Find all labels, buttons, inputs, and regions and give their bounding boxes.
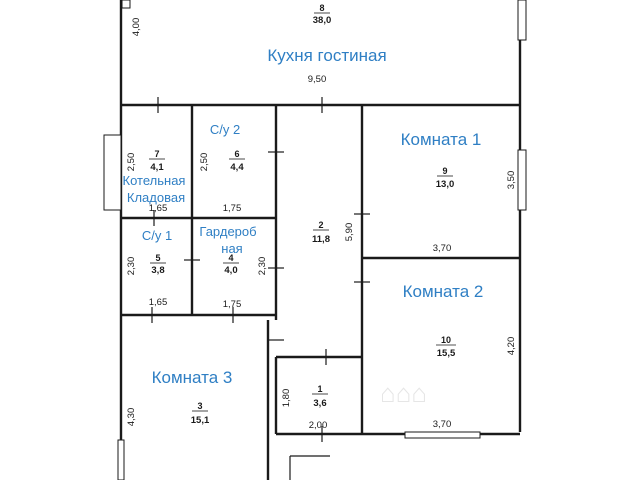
window-room2-bottom xyxy=(404,431,481,439)
bath2-num: 6 xyxy=(234,149,239,159)
dim-bath1-height: 2,30 xyxy=(126,257,137,276)
dim-room3-height: 4,30 xyxy=(126,408,137,427)
wardrobe-area: 4,0 xyxy=(224,265,237,276)
dim-bath2-height: 2,50 xyxy=(199,153,210,172)
dim-room1-height: 3,50 xyxy=(506,171,517,190)
door-marks xyxy=(151,97,370,442)
bath1-area: 3,8 xyxy=(151,265,164,276)
kitchen-area: 38,0 xyxy=(313,15,332,26)
room3-name: Комната 3 xyxy=(152,368,233,387)
dimension-labels: 4,00 9,50 2,50 1,65 2,50 1,75 2,30 1,65 … xyxy=(126,18,517,431)
dim-wardrobe-width: 1,75 xyxy=(223,299,242,310)
corridor-area: 11,8 xyxy=(312,234,330,245)
dim-room2-height: 4,20 xyxy=(506,337,517,356)
windows xyxy=(103,0,527,480)
wardrobe-name-line2: ная xyxy=(221,241,242,256)
room1-area: 13,0 xyxy=(436,179,455,190)
window-left-top xyxy=(103,134,122,211)
dim-boiler-height: 2,50 xyxy=(126,153,137,172)
small-area: 3,6 xyxy=(313,398,326,409)
room3-area: 15,1 xyxy=(191,415,210,426)
room1-name: Комната 1 xyxy=(401,130,482,149)
room-labels: 8 38,0 9 13,0 10 15,5 3 15,1 2 11,8 5 3,… xyxy=(149,3,456,426)
bath2-name: С/у 2 xyxy=(210,122,240,137)
dim-boiler-width: 1,65 xyxy=(149,203,168,214)
kitchen-name: Кухня гостиная xyxy=(267,46,386,65)
dim-small-width: 2,00 xyxy=(309,420,328,431)
dim-kitchen-width: 9,50 xyxy=(308,74,327,85)
dim-room2-width: 3,70 xyxy=(433,419,452,430)
small-num: 1 xyxy=(317,384,322,394)
wardrobe-num: 4 xyxy=(228,253,233,263)
boiler-name-line1: Котельная xyxy=(123,173,186,188)
dim-kitchen-height: 4,00 xyxy=(131,18,142,37)
walls xyxy=(119,0,522,480)
dim-bath1-width: 1,65 xyxy=(149,297,168,308)
dim-wardrobe-height: 2,30 xyxy=(257,257,268,276)
window-kitchen-right xyxy=(517,0,527,41)
boiler-num: 7 xyxy=(154,149,159,159)
kitchen-num: 8 xyxy=(319,3,324,13)
window-room1 xyxy=(517,149,527,211)
dim-bath2-width: 1,75 xyxy=(223,203,242,214)
boiler-name-line2: Кладовая xyxy=(127,190,185,205)
bath1-name: С/у 1 xyxy=(142,228,172,243)
window-kitchen-top xyxy=(121,0,131,9)
dim-small-height: 1,80 xyxy=(281,389,292,408)
watermark: ⌂⌂⌂ xyxy=(380,378,427,408)
room2-name: Комната 2 xyxy=(403,282,484,301)
room1-num: 9 xyxy=(442,166,447,176)
dim-room1-width: 3,70 xyxy=(433,243,452,254)
room2-area: 15,5 xyxy=(437,348,456,359)
room3-num: 3 xyxy=(197,401,202,411)
wardrobe-name-line1: Гардероб xyxy=(199,224,256,239)
dim-corridor-height: 5,90 xyxy=(344,223,355,242)
bath2-area: 4,4 xyxy=(230,162,244,173)
room2-num: 10 xyxy=(441,335,451,345)
bath1-num: 5 xyxy=(155,253,160,263)
corridor-num: 2 xyxy=(318,220,323,230)
window-room3 xyxy=(117,439,125,480)
boiler-area: 4,1 xyxy=(150,162,164,173)
